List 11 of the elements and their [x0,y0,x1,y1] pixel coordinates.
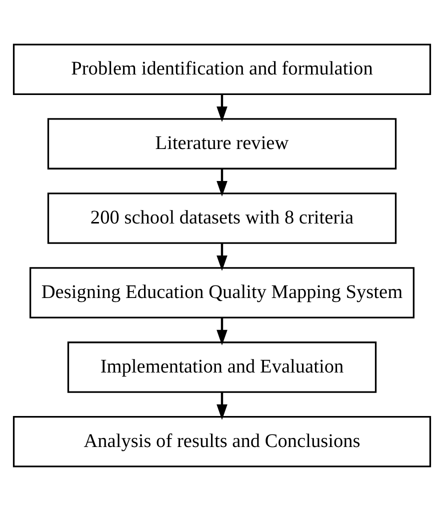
node-box: 200 school datasets with 8 criteria [47,192,397,244]
arrow [216,392,228,420]
node-box: Analysis of results and Conclusions [12,416,432,467]
node-box: Implementation and Evaluation [67,341,377,392]
node-box: Problem identification and formulation [12,43,432,94]
node-box: Literature review [47,118,397,169]
arrow [216,242,228,270]
arrow [216,317,228,345]
node-box: Designing Education Quality Mapping System [30,266,414,318]
arrow [216,94,228,122]
arrow [216,168,228,196]
